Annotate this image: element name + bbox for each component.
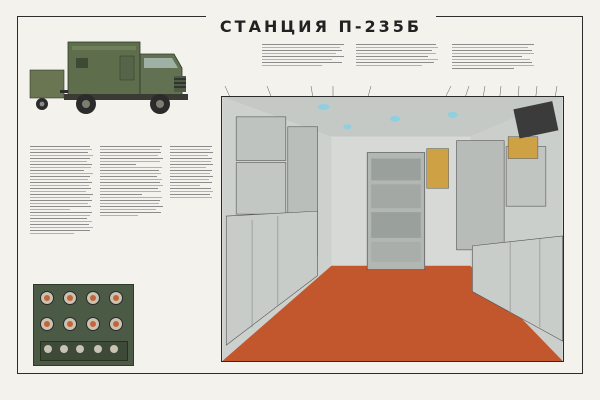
dial-icon bbox=[86, 317, 100, 331]
dial-icon bbox=[63, 317, 77, 331]
dial-icon bbox=[109, 291, 123, 305]
dial-icon bbox=[86, 291, 100, 305]
truck-illustration bbox=[29, 41, 188, 114]
spec-text-1 bbox=[262, 44, 346, 66]
dial-icon bbox=[109, 317, 123, 331]
dial-icon bbox=[40, 291, 54, 305]
dial-icon bbox=[63, 291, 77, 305]
spec-text-2 bbox=[356, 44, 440, 66]
station-interior-illustration bbox=[221, 96, 564, 362]
poster-title: СТАНЦИЯ П-235Б bbox=[206, 16, 436, 38]
description-text-middle bbox=[100, 146, 164, 216]
spec-text-3 bbox=[452, 44, 536, 69]
dial-icon bbox=[40, 317, 54, 331]
description-text-left bbox=[30, 146, 94, 234]
control-panel-illustration bbox=[33, 284, 134, 366]
description-text-right bbox=[170, 146, 214, 198]
